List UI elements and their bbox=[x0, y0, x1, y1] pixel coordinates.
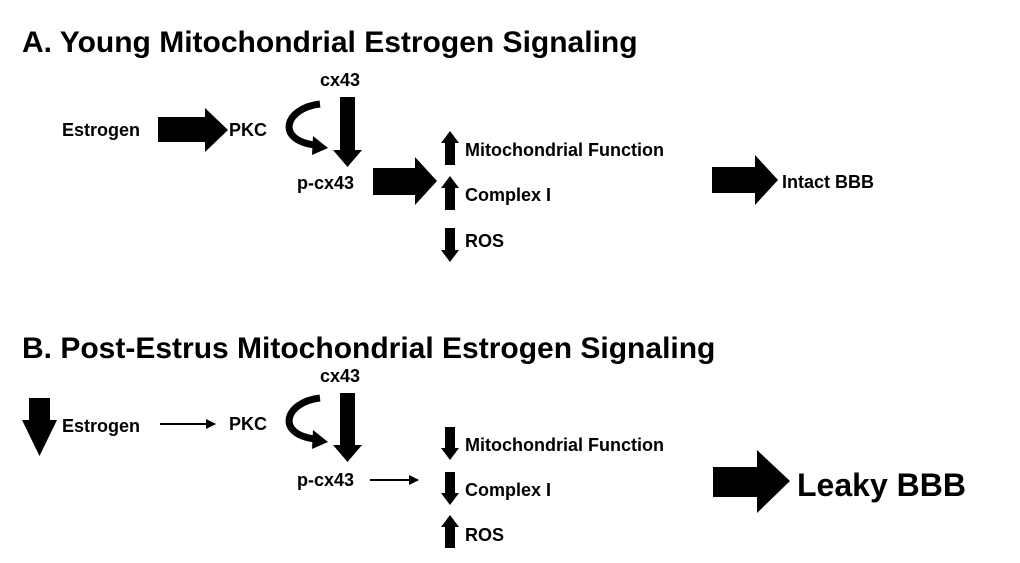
mito-function-label: Mitochondrial Function bbox=[465, 140, 664, 160]
curved-arrow-icon bbox=[285, 100, 328, 155]
pkc-label: PKC bbox=[229, 414, 267, 434]
complex-i-label: Complex I bbox=[465, 480, 551, 500]
down-arrow-icon bbox=[333, 393, 362, 462]
outcome-label: Intact BBB bbox=[782, 172, 874, 192]
p-cx43-label: p-cx43 bbox=[297, 470, 354, 490]
estrogen-label: Estrogen bbox=[62, 120, 140, 140]
complex-i-label: Complex I bbox=[465, 185, 551, 205]
curved-arrow-icon bbox=[285, 394, 328, 449]
block-arrow-right-icon bbox=[158, 108, 228, 152]
down-arrow-icon bbox=[333, 97, 362, 167]
down-arrow-icon bbox=[441, 427, 459, 460]
up-arrow-icon bbox=[441, 176, 459, 210]
panel-a: A. Young Mitochondrial Estrogen Signalin… bbox=[22, 26, 874, 262]
p-cx43-label: p-cx43 bbox=[297, 173, 354, 193]
block-arrow-right-icon bbox=[373, 157, 437, 205]
ros-label: ROS bbox=[465, 231, 504, 251]
down-arrow-icon bbox=[441, 228, 459, 262]
mito-function-label: Mitochondrial Function bbox=[465, 435, 664, 455]
panel-b: B. Post-Estrus Mitochondrial Estrogen Si… bbox=[22, 332, 966, 548]
up-arrow-icon bbox=[441, 515, 459, 548]
down-arrow-icon bbox=[441, 472, 459, 505]
block-arrow-right-icon bbox=[713, 450, 790, 513]
estrogen-label: Estrogen bbox=[62, 416, 140, 436]
up-arrow-icon bbox=[441, 131, 459, 165]
big-down-arrow-icon bbox=[22, 398, 57, 456]
outcome-label: Leaky BBB bbox=[797, 467, 966, 503]
cx43-label: cx43 bbox=[320, 70, 360, 90]
panel-a-title: A. Young Mitochondrial Estrogen Signalin… bbox=[22, 26, 638, 59]
block-arrow-right-icon bbox=[712, 155, 778, 205]
cx43-label: cx43 bbox=[320, 366, 360, 386]
panel-b-title: B. Post-Estrus Mitochondrial Estrogen Si… bbox=[22, 332, 715, 365]
pkc-label: PKC bbox=[229, 120, 267, 140]
ros-label: ROS bbox=[465, 525, 504, 545]
